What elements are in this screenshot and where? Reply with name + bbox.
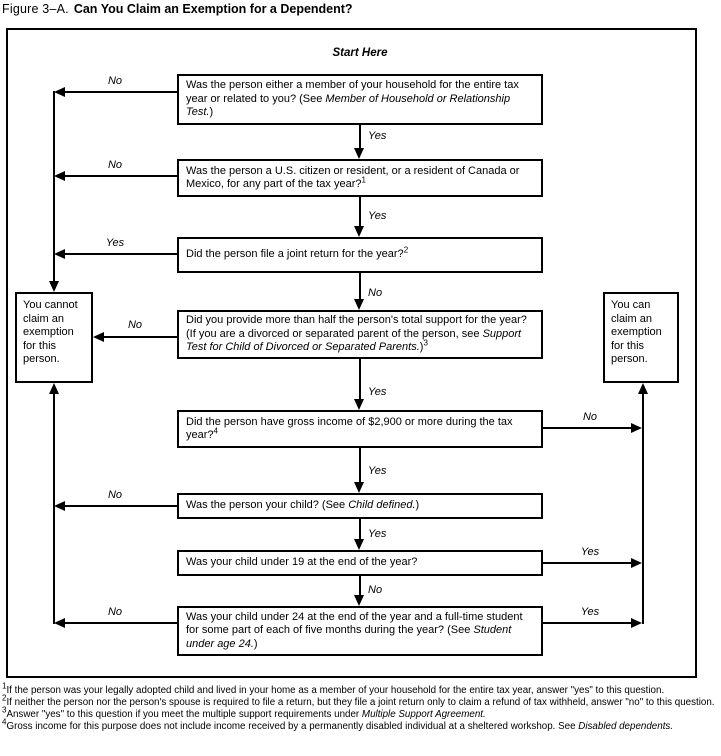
arrowhead-left-q4-no: [93, 332, 104, 342]
connector-q3-q4: [359, 273, 361, 301]
footnote-text: Gross income for this purpose does not i…: [6, 721, 674, 732]
start-here-label: Start Here: [332, 47, 388, 59]
outcome-box-can-claim: You can claim an exemption for this pers…: [603, 292, 679, 383]
connector-q6-q7: [359, 519, 361, 541]
edge-label-q4-no: No: [127, 319, 143, 331]
arrow-q4-no: [102, 336, 177, 338]
edge-label-q1-no: No: [107, 75, 123, 87]
question-text: Was your child under 24 at the end of th…: [186, 610, 523, 650]
arrowhead-down-q2: [354, 148, 364, 159]
arrowhead-left-q8-no: [54, 618, 65, 628]
question-text: Was the person a U.S. citizen or residen…: [186, 164, 520, 191]
arrowhead-down-q3: [354, 226, 364, 237]
footnote-4: 4Gross income for this purpose does not …: [2, 717, 719, 733]
edge-label-q1-yes: Yes: [368, 130, 387, 142]
edge-label-q7-yes: Yes: [580, 546, 600, 558]
right-rail: [642, 393, 644, 624]
edge-label-q3-yes: Yes: [105, 237, 125, 249]
footnote-1: 1If the person was your legally adopted …: [2, 681, 719, 697]
question-box-under-19: Was your child under 19 at the end of th…: [177, 550, 543, 576]
arrowhead-left-q2-no: [54, 171, 65, 181]
outcome-box-cannot-claim: You cannot claim an exemption for this p…: [15, 292, 93, 383]
edge-label-q8-no: No: [107, 606, 123, 618]
edge-label-q3-no: No: [368, 287, 383, 299]
question-box-your-child: Was the person your child? (See Child de…: [177, 493, 543, 519]
arrowhead-down-q6: [354, 482, 364, 493]
figure-number: Figure 3–A.: [2, 2, 69, 16]
connector-q5-q6: [359, 448, 361, 485]
edge-label-q6-yes: Yes: [368, 528, 387, 540]
arrowhead-left-q6-no: [54, 501, 65, 511]
footnotes: 1If the person was your legally adopted …: [2, 681, 719, 733]
edge-label-q5-no: No: [582, 411, 598, 423]
connector-q4-q5: [359, 359, 361, 401]
left-rail-upper: [53, 91, 55, 282]
question-text: Was the person your child? (See Child de…: [186, 499, 420, 512]
arrowhead-down-q7: [354, 539, 364, 550]
figure-heading: Can You Claim an Exemption for a Depende…: [73, 2, 353, 16]
question-text: Was the person either a member of your h…: [186, 79, 519, 119]
question-box-under-24-student: Was your child under 24 at the end of th…: [177, 606, 543, 656]
arrow-q5-no: [543, 427, 632, 429]
question-text: Did the person have gross income of $2,9…: [186, 415, 513, 442]
arrow-q1-no: [63, 91, 177, 93]
question-text: Did you provide more than half the perso…: [186, 314, 527, 354]
arrow-q8-yes: [543, 622, 632, 624]
arrow-q2-no: [63, 175, 177, 177]
arrowhead-down-q5: [354, 399, 364, 410]
edge-label-q6-no: No: [107, 489, 123, 501]
edge-label-q8-yes: Yes: [580, 606, 600, 618]
question-box-citizen: Was the person a U.S. citizen or residen…: [177, 159, 543, 197]
figure-title: Figure 3–A. Can You Claim an Exemption fo…: [2, 2, 353, 16]
flowchart-frame: [6, 28, 697, 678]
edge-label-q4-yes: Yes: [368, 386, 387, 398]
connector-q7-q8: [359, 576, 361, 597]
arrowhead-left-q3-yes: [54, 249, 65, 259]
footnote-marker: 4: [2, 717, 7, 727]
arrowhead-right-q8-yes: [631, 618, 642, 628]
arrowhead-right-q7-yes: [631, 558, 642, 568]
arrowhead-left-q1-no: [54, 87, 65, 97]
footnote-marker: 2: [2, 693, 7, 703]
arrowhead-down-cannot-box: [49, 281, 59, 292]
arrowhead-down-q8: [354, 595, 364, 606]
arrow-q3-yes: [63, 253, 177, 255]
footnote-text: Answer "yes" to this question if you mee…: [6, 709, 486, 720]
arrowhead-up-can-box: [638, 383, 648, 394]
arrow-q7-yes: [543, 562, 632, 564]
arrowhead-up-cannot-box: [49, 383, 59, 394]
footnote-text: If the person was your legally adopted c…: [6, 685, 665, 696]
footnote-marker: 3: [2, 705, 7, 715]
footnote-text: If neither the person nor the person's s…: [6, 697, 715, 708]
question-box-support: Did you provide more than half the perso…: [177, 310, 543, 359]
footnote-marker: 1: [2, 681, 7, 691]
arrowhead-down-q4: [354, 299, 364, 310]
arrow-q8-no: [63, 622, 177, 624]
footnote-3: 3Answer "yes" to this question if you me…: [2, 705, 719, 721]
question-text: Was your child under 19 at the end of th…: [186, 556, 418, 569]
edge-label-q2-yes: Yes: [368, 210, 387, 222]
connector-q2-q3: [359, 197, 361, 228]
question-text: Did the person file a joint return for t…: [186, 245, 409, 261]
question-box-household: Was the person either a member of your h…: [177, 74, 543, 125]
footnote-2: 2If neither the person nor the person's …: [2, 693, 719, 709]
edge-label-q2-no: No: [107, 159, 123, 171]
arrow-q6-no: [63, 505, 177, 507]
edge-label-q5-yes: Yes: [368, 465, 387, 477]
edge-label-q7-no: No: [368, 584, 383, 596]
arrowhead-right-q5-no: [631, 423, 642, 433]
question-box-gross-income: Did the person have gross income of $2,9…: [177, 410, 543, 448]
connector-q1-q2: [359, 125, 361, 151]
question-box-joint-return: Did the person file a joint return for t…: [177, 237, 543, 273]
